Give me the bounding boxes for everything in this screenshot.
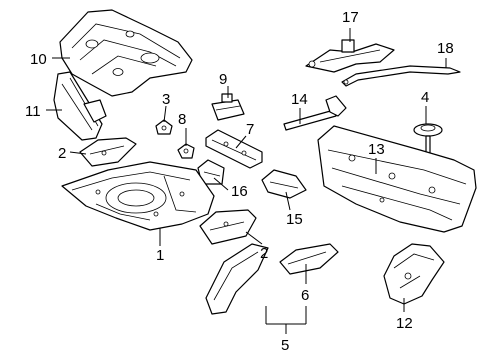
part-8-bracket (261, 169, 307, 199)
part-6-side-member-extension (279, 243, 339, 275)
callout-18: 14 (291, 91, 308, 108)
part-17-jack-handle (341, 65, 461, 87)
callout-8: 15 (286, 211, 303, 228)
callout-15: 13 (368, 141, 385, 158)
part-2-lower-side-member (199, 209, 257, 245)
callout-10: 8 (178, 111, 186, 128)
part-1-rear-floor-pan (61, 161, 215, 231)
callout-11: 9 (219, 71, 227, 88)
callout-6: 6 (301, 287, 309, 304)
callout-1: 1 (156, 247, 164, 264)
part-14-wheelhouse-extension (383, 243, 445, 305)
part-3-bracket (155, 119, 173, 135)
part-5-side-member (205, 243, 269, 315)
leader-3 (163, 105, 167, 123)
callout-13: 11 (25, 103, 41, 120)
part-13-seat-brace (53, 71, 107, 141)
callout-2-upper: 2 (58, 145, 66, 162)
part-12-package-tray (59, 9, 193, 97)
callout-16: 17 (342, 9, 359, 26)
part-2-upper-side-member (79, 137, 137, 167)
leader-2-upper (69, 151, 87, 155)
callouts: 10 11 2 3 8 9 7 16 1 2 15 6 5 17 18 14 4… (25, 9, 454, 354)
callout-7: 7 (246, 121, 254, 138)
callout-3: 3 (162, 91, 170, 108)
callout-4: 4 (421, 89, 429, 106)
leader-2-lower (245, 231, 263, 245)
callout-5: 5 (281, 337, 289, 354)
callout-12: 10 (30, 51, 47, 68)
leader-8 (285, 191, 291, 211)
part-7-crossmember (205, 129, 263, 169)
callout-17: 18 (437, 40, 454, 57)
leader-lines (46, 28, 447, 334)
leader-7 (235, 135, 247, 149)
leader-9 (213, 177, 229, 191)
part-18-wheel-wrench (283, 95, 347, 131)
part-10-bracket (177, 143, 195, 159)
callout-2-lower: 2 (260, 245, 268, 262)
part-16-jack (305, 39, 395, 73)
callout-14: 12 (396, 315, 413, 332)
part-11-bracket (211, 93, 245, 121)
part-15-rear-panel (317, 125, 477, 233)
callout-9: 16 (231, 183, 248, 200)
